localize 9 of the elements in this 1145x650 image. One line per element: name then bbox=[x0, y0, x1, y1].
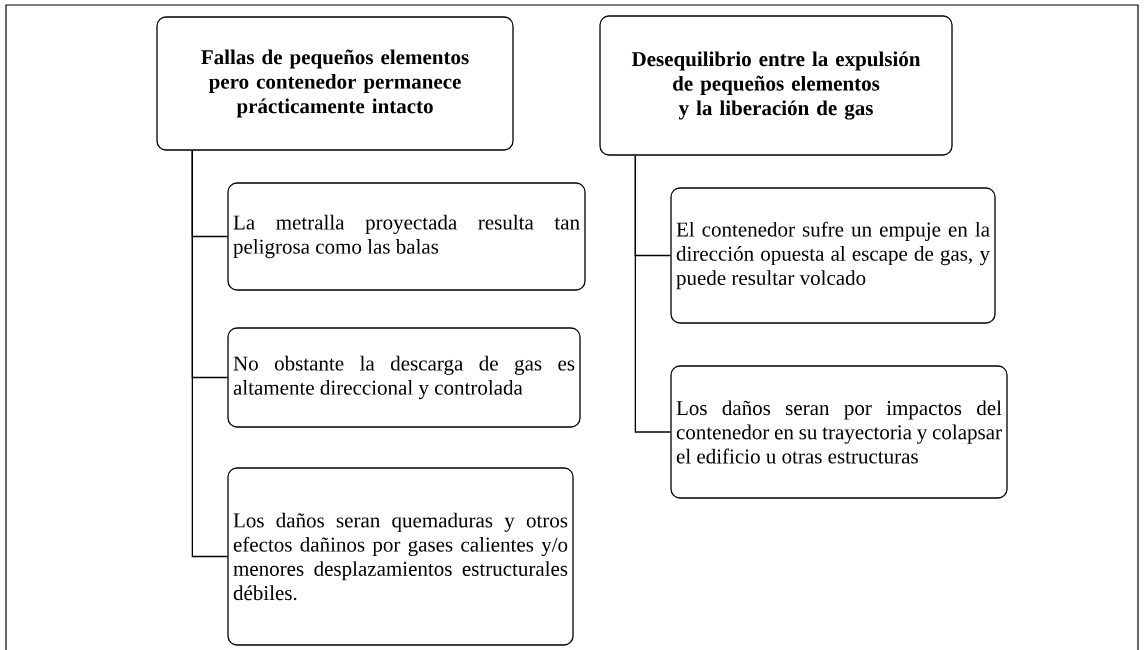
heading-box: Fallas de pequeños elementos pero contenedor permanece prácticamente intacto bbox=[156, 16, 514, 151]
connector bbox=[191, 150, 228, 558]
text-box: Los daños seran por impactos del contenedor en su trayectoria y colapsar el edificio u otras estructuras bbox=[670, 365, 1008, 499]
heading-box: Desequilibrio entre la expulsión de pequeños elementos y la liberación de gas bbox=[599, 15, 953, 156]
connector bbox=[634, 155, 671, 433]
text-box: No obstante la descarga de gas es altamente direccional y controlada bbox=[227, 327, 581, 428]
text-box: La metralla proyectada resulta tan peligrosa como las balas bbox=[227, 182, 586, 291]
text-box: Los daños seran quemaduras y otros efectos dañinos por gases calientes y/o menores desplazamientos estructurales débiles. bbox=[227, 467, 574, 646]
text-box: El contenedor sufre un empuje en la dirección opuesta al escape de gas, y puede resultar volcado bbox=[670, 187, 996, 324]
